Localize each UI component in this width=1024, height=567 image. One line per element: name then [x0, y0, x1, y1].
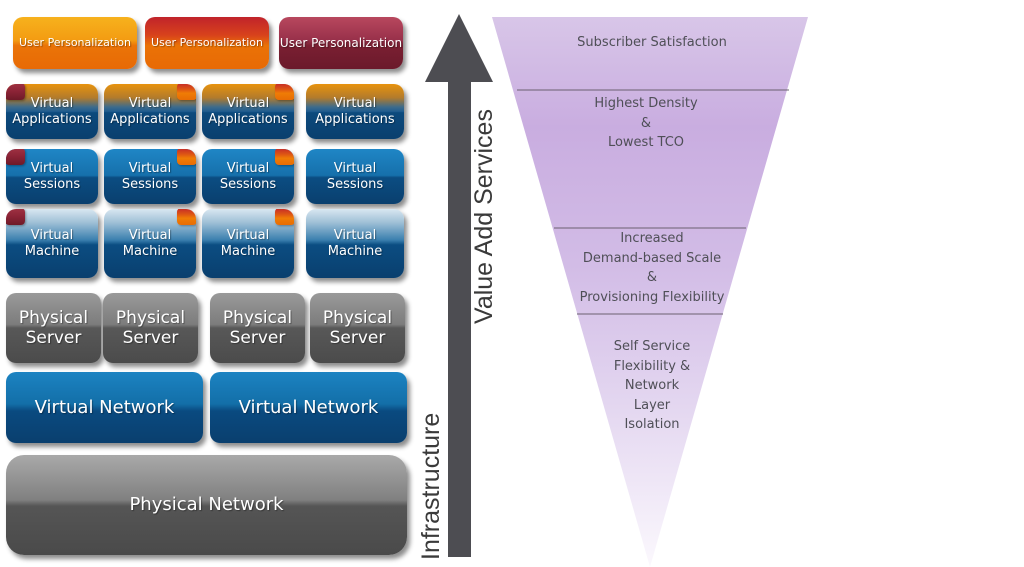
virtual-network-box: Virtual Network: [210, 372, 407, 443]
tenant-badge-orange: [177, 149, 196, 165]
infrastructure-label: Infrastructure: [417, 412, 445, 560]
tenant-badge-orange: [275, 209, 294, 225]
physical-network-box: Physical Network: [6, 455, 407, 555]
tenant-badge-maroon: [6, 149, 25, 165]
tenant-badge-maroon: [6, 84, 25, 100]
funnel-section-self-service: Self Service Flexibility & Network Layer…: [613, 339, 691, 432]
tenant-badge-orange: [275, 84, 294, 100]
user-personalization-box: User Personalization: [279, 17, 403, 69]
arrow-up-icon: [425, 14, 493, 82]
user-personalization-box: User Personalization: [145, 17, 269, 69]
virtual-network-box: Virtual Network: [6, 372, 203, 443]
value-axis-arrow: [448, 78, 471, 557]
tenant-badge-maroon: [6, 209, 25, 225]
value-add-services-label: Value Add Services: [470, 109, 498, 324]
funnel-section-subscriber-satisfaction: Subscriber Satisfaction: [577, 35, 727, 50]
funnel-section-density-tco: Highest Density & Lowest TCO: [594, 96, 698, 150]
tenant-badge-orange: [177, 84, 196, 100]
funnel-section-scale-flexibility: Increased Demand-based Scale & Provision…: [579, 231, 725, 305]
tenant-badge-orange: [275, 149, 294, 165]
tenant-badge-orange: [177, 209, 196, 225]
user-personalization-box: User Personalization: [13, 17, 137, 69]
